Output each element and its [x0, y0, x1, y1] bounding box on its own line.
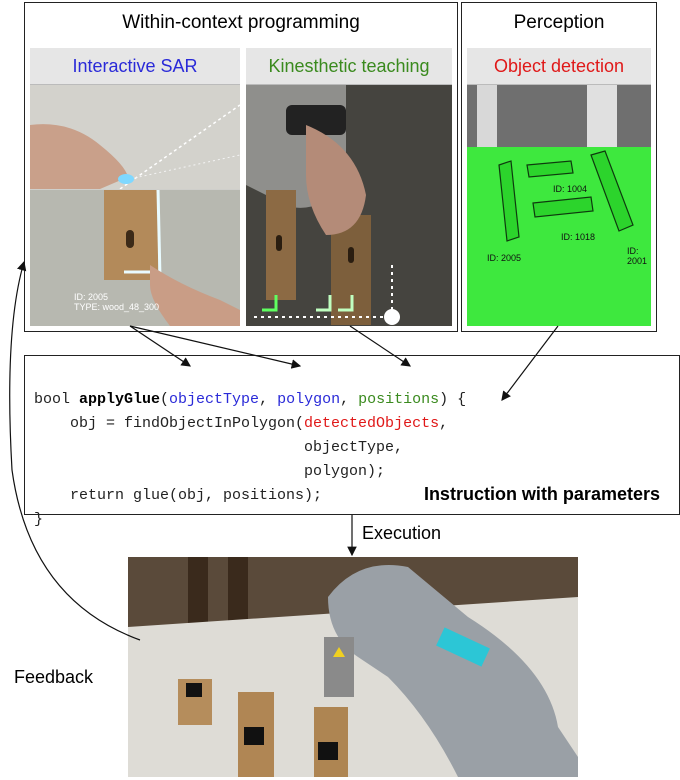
code-line-4: polygon);: [34, 463, 386, 480]
detection-id-1018: ID: 1018: [561, 232, 596, 242]
detection-scene: [467, 85, 651, 326]
code-caption: Instruction with parameters: [423, 484, 660, 504]
sar-panel: Interactive SAR ID: 2005 TYPE: wood_48_3…: [30, 48, 240, 326]
code-line-6: }: [34, 511, 44, 528]
sar-label: Interactive SAR: [30, 48, 240, 85]
detection-panel: Object detection ID: 1004 ID: 1018 ID: 2…: [467, 48, 651, 326]
detection-label: Object detection: [467, 48, 651, 85]
kinesthetic-label: Kinesthetic teaching: [246, 48, 452, 85]
detection-id-2005: ID: 2005: [487, 253, 522, 263]
execution-label: Execution: [362, 523, 442, 543]
detection-id-1004: ID: 1004: [553, 184, 588, 194]
sar-overlay-id: ID: 2005: [74, 292, 109, 302]
detection-id-2001: ID: 2001: [627, 246, 648, 266]
feedback-label: Feedback: [14, 667, 94, 687]
code-block: bool applyGlue(objectType, polygon, posi…: [34, 364, 466, 532]
execution-photo: [128, 557, 578, 777]
sar-photo-top: [30, 85, 240, 189]
code-line-3: objectType,: [34, 439, 404, 456]
code-line-1: bool applyGlue(objectType, polygon, posi…: [34, 391, 467, 408]
param-polygon: polygon: [277, 391, 341, 408]
param-object-type: objectType: [169, 391, 260, 408]
code-line-5: return glue(obj, positions);: [34, 487, 323, 504]
function-name: applyGlue: [79, 391, 161, 408]
param-detected-objects: detectedObjects: [304, 415, 440, 432]
kinesthetic-panel: Kinesthetic teaching: [246, 48, 452, 326]
within-context-title: Within-context programming: [122, 12, 360, 33]
perception-title: Perception: [513, 12, 605, 33]
kinesthetic-photo: [246, 85, 452, 326]
sar-overlay-type: TYPE: wood_48_300: [74, 302, 160, 312]
param-positions: positions: [358, 391, 440, 408]
code-line-2: obj = findObjectInPolygon(detectedObject…: [34, 415, 449, 432]
